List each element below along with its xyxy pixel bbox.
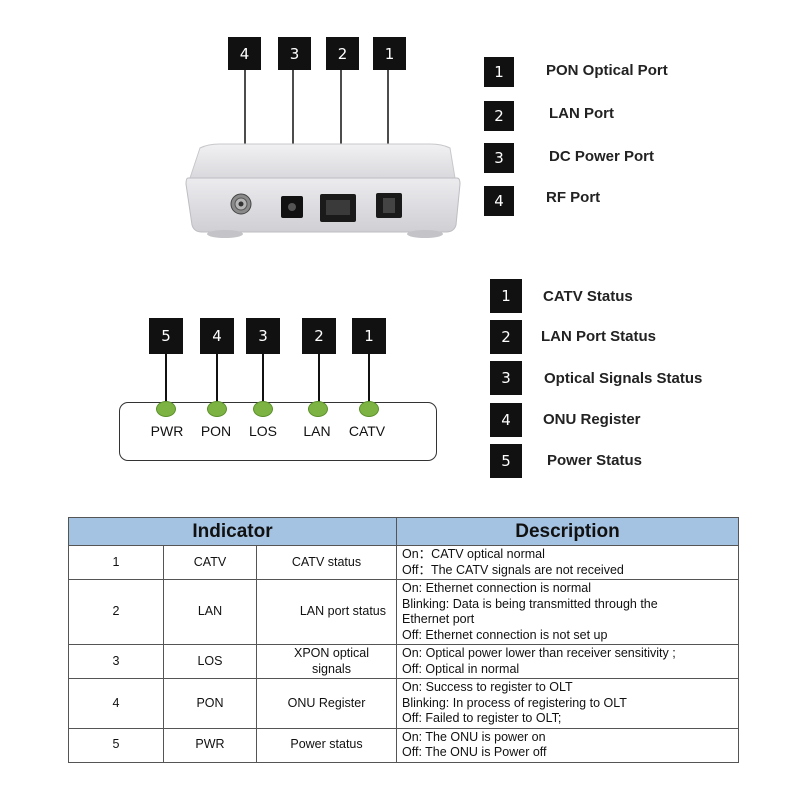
description-line: Blinking: Data is being transmitted thro… bbox=[402, 596, 658, 611]
row-status: Power status bbox=[256, 727, 397, 763]
device-callout-1: 1 bbox=[373, 37, 406, 70]
table-header-row: Indicator Description bbox=[68, 517, 739, 546]
row-number: 2 bbox=[68, 579, 164, 645]
led-label-los: LOS bbox=[248, 423, 277, 439]
port-legend-tag-2: 2 bbox=[484, 101, 514, 131]
port-legend-label-3: DC Power Port bbox=[549, 148, 655, 165]
rf-port bbox=[230, 193, 252, 215]
status-legend-label-2: LAN Port Status bbox=[541, 328, 657, 345]
description-line: On: Success to register to OLT bbox=[402, 680, 573, 694]
row-description: On：CATV optical normal Off：The CATV sign… bbox=[396, 545, 739, 580]
description-line: On：CATV optical normal bbox=[402, 547, 545, 561]
status-legend-tag-2: 2 bbox=[490, 320, 522, 354]
led-los bbox=[253, 401, 273, 417]
port-legend-tag-1: 1 bbox=[484, 57, 514, 87]
led-label-pwr: PWR bbox=[150, 423, 184, 439]
led-callout-2: 2 bbox=[302, 318, 336, 354]
status-legend-tag-4: 4 bbox=[490, 403, 522, 437]
led-pwr bbox=[156, 401, 176, 417]
description-line: Off: The ONU is Power off bbox=[402, 745, 547, 759]
led-lan bbox=[308, 401, 328, 417]
led-callout-line-5 bbox=[165, 354, 167, 402]
description-line: On: Optical power lower than receiver se… bbox=[402, 646, 676, 660]
status-legend-label-1: CATV Status bbox=[543, 288, 633, 305]
led-catv bbox=[359, 401, 379, 417]
row-number: 3 bbox=[68, 644, 164, 679]
led-callout-1: 1 bbox=[352, 318, 386, 354]
pon-optical-port bbox=[376, 193, 402, 218]
device-callout-2: 2 bbox=[326, 37, 359, 70]
port-legend-tag-4: 4 bbox=[484, 186, 514, 216]
header-description: Description bbox=[396, 517, 739, 546]
table-row: 4 PON ONU Register On: Success to regist… bbox=[68, 678, 739, 729]
row-status: CATV status bbox=[256, 545, 397, 580]
row-status: ONU Register bbox=[256, 678, 397, 729]
row-number: 1 bbox=[68, 545, 164, 580]
port-legend-label-2: LAN Port bbox=[549, 105, 614, 122]
row-indicator-name: PWR bbox=[163, 727, 257, 763]
row-indicator-name: LOS bbox=[163, 644, 257, 679]
description-line: Off: Ethernet connection is not set up bbox=[402, 627, 608, 642]
status-legend-tag-1: 1 bbox=[490, 279, 522, 313]
description-line: Ethernet port bbox=[402, 612, 475, 626]
led-callout-line-3 bbox=[262, 354, 264, 402]
led-callout-line-4 bbox=[216, 354, 218, 402]
header-indicator: Indicator bbox=[68, 517, 397, 546]
description-line: Off: Failed to register to OLT; bbox=[402, 711, 562, 725]
status-legend-tag-5: 5 bbox=[490, 444, 522, 478]
led-label-catv: CATV bbox=[348, 423, 386, 439]
port-legend-tag-3: 3 bbox=[484, 143, 514, 173]
status-legend-label-4: ONU Register bbox=[543, 411, 641, 428]
led-label-pon: PON bbox=[200, 423, 232, 439]
led-callout-line-1 bbox=[368, 354, 370, 402]
led-pon bbox=[207, 401, 227, 417]
row-description: On: Optical power lower than receiver se… bbox=[396, 644, 739, 679]
description-line: On: The ONU is power on bbox=[402, 729, 546, 744]
table-row: 1 CATV CATV status On：CATV optical norma… bbox=[68, 545, 739, 580]
indicator-table: Indicator Description 1 CATV CATV status… bbox=[68, 517, 739, 763]
led-callout-3: 3 bbox=[246, 318, 280, 354]
row-description: On: The ONU is power on Off: The ONU is … bbox=[396, 727, 739, 763]
row-status: XPON optical signals bbox=[256, 644, 397, 679]
table-row: 2 LAN LAN port status On: Ethernet conne… bbox=[68, 579, 739, 645]
row-status: LAN port status bbox=[256, 579, 397, 645]
table-row: 3 LOS XPON optical signals On: Optical p… bbox=[68, 644, 739, 679]
led-callout-4: 4 bbox=[200, 318, 234, 354]
description-line: Off: Optical in normal bbox=[402, 661, 520, 676]
led-callout-line-2 bbox=[318, 354, 320, 402]
port-legend-label-1: PON Optical Port bbox=[546, 62, 668, 79]
dc-power-port bbox=[281, 196, 303, 218]
description-line: On: Ethernet connection is normal bbox=[402, 581, 591, 595]
row-description: On: Success to register to OLT Blinking:… bbox=[396, 678, 739, 729]
row-description: On: Ethernet connection is normal Blinki… bbox=[396, 579, 739, 645]
description-line: Blinking: In process of registering to O… bbox=[402, 695, 627, 710]
row-number: 5 bbox=[68, 727, 164, 763]
status-legend-tag-3: 3 bbox=[490, 361, 522, 395]
description-line: Off：The CATV signals are not received bbox=[402, 562, 624, 577]
led-label-lan: LAN bbox=[303, 423, 331, 439]
row-number: 4 bbox=[68, 678, 164, 729]
status-legend-label-5: Power Status bbox=[547, 452, 643, 469]
table-row: 5 PWR Power status On: The ONU is power … bbox=[68, 727, 739, 763]
device-callout-3: 3 bbox=[278, 37, 311, 70]
row-indicator-name: LAN bbox=[163, 579, 257, 645]
lan-port bbox=[320, 194, 356, 222]
row-indicator-name: PON bbox=[163, 678, 257, 729]
row-indicator-name: CATV bbox=[163, 545, 257, 580]
device-callout-4: 4 bbox=[228, 37, 261, 70]
status-legend-label-3: Optical Signals Status bbox=[544, 370, 703, 387]
port-legend-label-4: RF Port bbox=[546, 189, 601, 206]
led-callout-5: 5 bbox=[149, 318, 183, 354]
